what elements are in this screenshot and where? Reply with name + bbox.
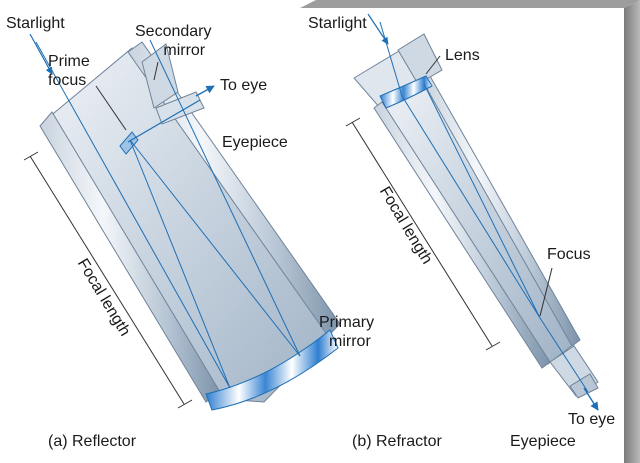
focus-label: Focus xyxy=(547,246,591,263)
refractor-ray-3 xyxy=(423,83,541,319)
primary-mirror-label: Primary mirror xyxy=(319,313,374,351)
refractor-starlight-label: Starlight xyxy=(308,15,367,32)
secondary-mirror-arm xyxy=(141,43,179,109)
panel-top xyxy=(300,0,640,8)
refractor-telescope xyxy=(345,13,599,411)
reflector-focal-tick-bottom xyxy=(177,399,193,409)
reflector-ray-4 xyxy=(129,139,301,357)
reflector-starlight-label: Starlight xyxy=(6,15,65,32)
secondary-mirror-leader xyxy=(153,61,159,81)
lens-leader xyxy=(425,55,441,75)
focus-leader xyxy=(539,267,553,317)
reflector-eyepiece-label: Eyepiece xyxy=(222,134,288,151)
refractor-lens xyxy=(379,75,433,109)
reflector-caption: (a) Reflector xyxy=(48,433,137,450)
prime-focus-label-line-2: focus xyxy=(48,72,87,89)
reflector-focal-tick-top xyxy=(23,151,39,161)
refractor-starlight-arrow xyxy=(367,13,389,45)
eyepiece-tube xyxy=(155,91,205,125)
reflector-to-eye-label: To eye xyxy=(220,77,268,94)
refractor-to-eye-label: To eye xyxy=(568,411,616,428)
panel-side xyxy=(624,0,640,463)
refractor-focal-tick-top xyxy=(345,117,361,127)
refractor-ray-2 xyxy=(401,95,541,319)
refractor-focal-length-line xyxy=(351,121,493,347)
primary-mirror-label-line-1: Primary xyxy=(319,314,375,331)
reflector-ray-3 xyxy=(129,139,231,389)
to-eye-arrow xyxy=(195,85,215,97)
reflector-focal-length-line xyxy=(29,155,185,405)
primary-mirror xyxy=(205,329,339,411)
refractor-upper-sleeve xyxy=(397,33,443,85)
secondary-mirror xyxy=(119,131,139,155)
refractor-to-eye-arrow xyxy=(583,387,599,411)
refractor-focal-length-label: Focal length xyxy=(362,184,449,267)
refractor-eyepiece-label: Eyepiece xyxy=(510,433,576,450)
prime-focus-leader xyxy=(95,85,127,131)
prime-focus-label-line-1: Prime xyxy=(48,53,90,70)
prime-focus-label: Prime focus xyxy=(48,52,90,90)
refractor-caption: (b) Refractor xyxy=(352,433,442,450)
reflector-ray-1 xyxy=(35,41,231,389)
reflector-ray-2 xyxy=(149,39,301,357)
secondary-mirror-label: Secondary mirror xyxy=(135,22,212,60)
secondary-mirror-label-line-2: mirror xyxy=(163,42,206,59)
reflector-starlight-arrow-1 xyxy=(29,33,53,75)
reflector-telescope xyxy=(23,33,341,411)
refractor-ray-4 xyxy=(539,317,589,393)
refractor-ray-1 xyxy=(379,21,403,97)
secondary-mirror-label-line-1: Secondary xyxy=(135,23,212,40)
refractor-focal-tick-bottom xyxy=(485,341,501,351)
reflector-focal-length-label: Focal length xyxy=(60,256,147,339)
reflector-ray-to-eyepiece xyxy=(127,99,201,143)
primary-mirror-label-line-2: mirror xyxy=(329,333,371,350)
lens-label: Lens xyxy=(445,47,480,64)
